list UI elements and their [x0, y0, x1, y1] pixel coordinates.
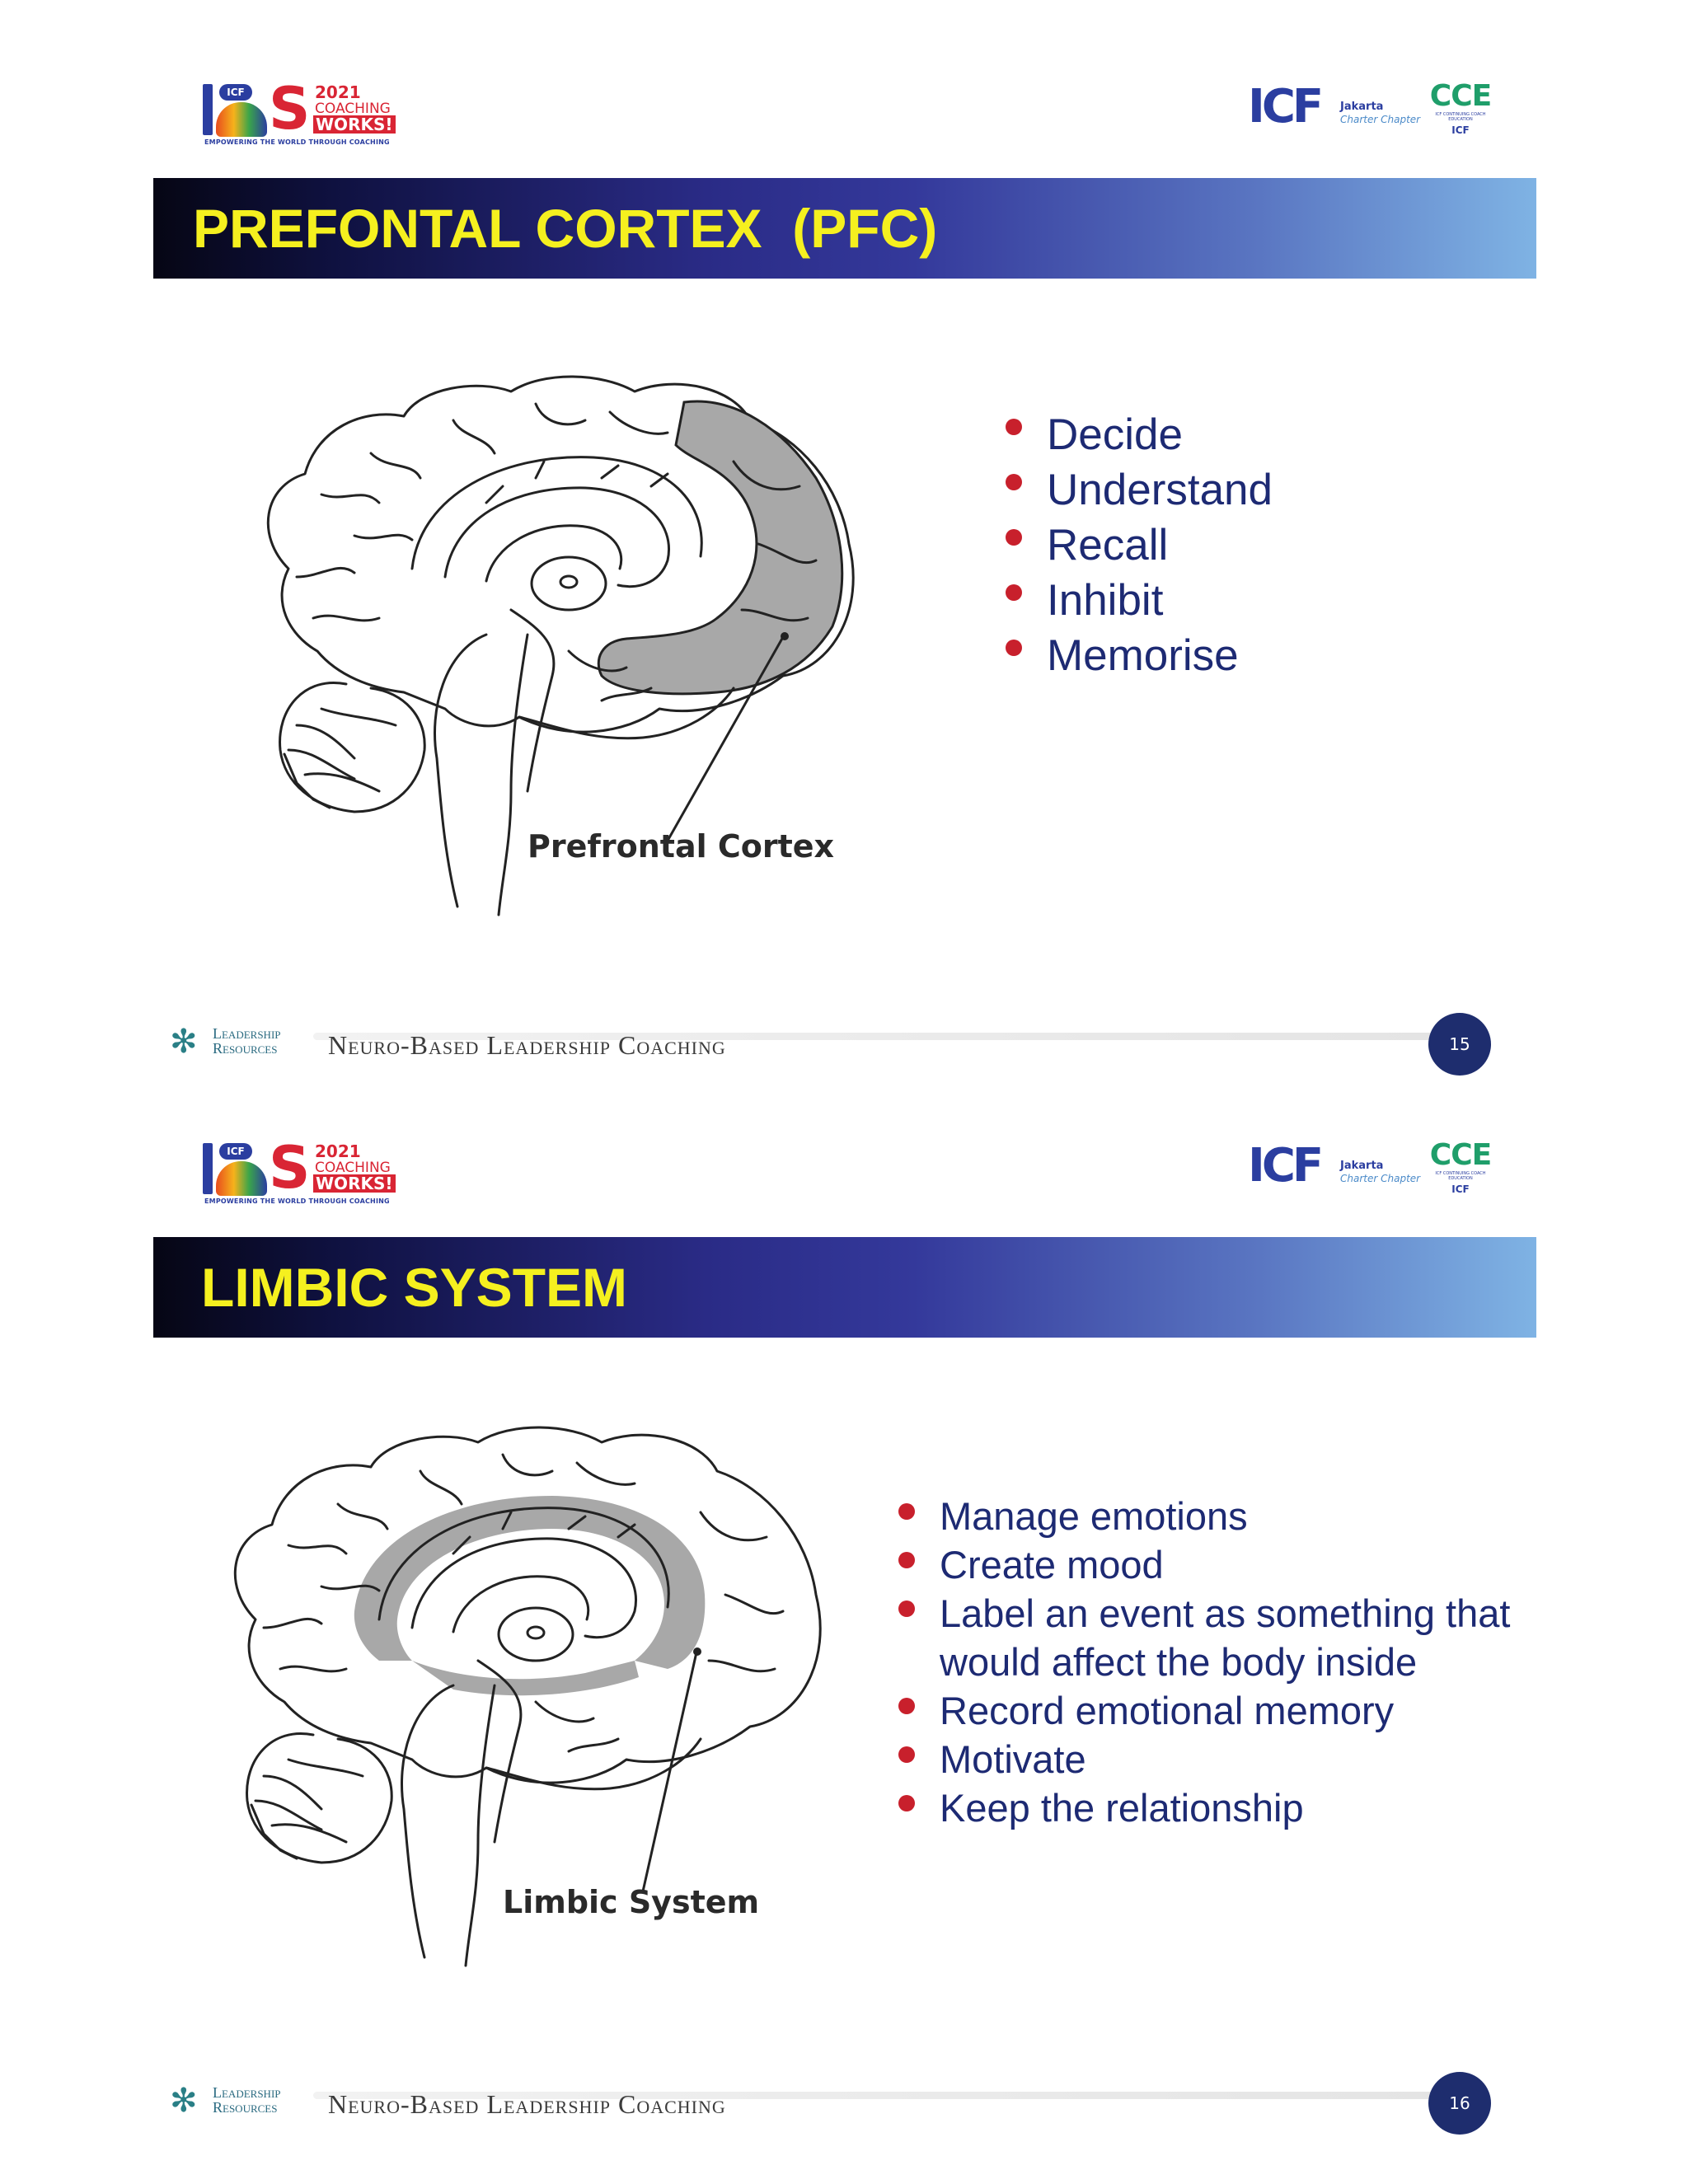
brain-diagram-prefrontal: Prefrontal Cortex: [266, 375, 855, 916]
slide-prefrontal-cortex: ICF S 2021 COACHING WORKS! EMPOWERING TH…: [0, 0, 1688, 1076]
leadership-resources-logo: ✻ Leadership Resources: [170, 1024, 281, 1060]
bullet-dot: [898, 1601, 915, 1617]
page-number-badge: 16: [1428, 2072, 1491, 2135]
bullet-list: Decide Understand Recall Inhibit Memoris…: [1006, 407, 1273, 683]
icf-jakarta-logo: ICF Jakarta Charter Chapter: [1248, 1139, 1421, 1193]
bullet-dot: [1006, 474, 1022, 490]
slide-title: PREFONTAL CORTEX (PFC): [193, 198, 938, 259]
bullet-dot: [1006, 640, 1022, 656]
bullet-item: Decide: [1006, 407, 1273, 462]
bullet-item: Motivate: [898, 1735, 1533, 1783]
cce-logo: CCE ICF CONTINUING COACH EDUCATION ICF: [1429, 1138, 1492, 1196]
bullet-dot: [898, 1795, 915, 1811]
footer-course-title: Neuro-Based Leadership Coaching: [328, 2089, 726, 2119]
bullet-dot: [1006, 419, 1022, 435]
bullet-list: Manage emotions Create mood Label an eve…: [898, 1492, 1533, 1832]
footer-course-title: Neuro-Based Leadership Coaching: [328, 1030, 726, 1060]
bullet-item: Inhibit: [1006, 573, 1273, 628]
prefrontal-highlight: [597, 400, 844, 696]
bullet-item: Manage emotions: [898, 1492, 1533, 1540]
icf-jakarta-logo: ICF Jakarta Charter Chapter: [1248, 80, 1421, 134]
bullet-dot: [898, 1698, 915, 1714]
cce-logo: CCE ICF CONTINUING COACH EDUCATION ICF: [1429, 79, 1492, 137]
bullet-dot: [898, 1746, 915, 1763]
bullet-item: Memorise: [1006, 628, 1273, 683]
bullet-dot: [898, 1552, 915, 1568]
bullet-item: Recall: [1006, 518, 1273, 573]
slide-limbic-system: ICF S 2021 COACHING WORKS! EMPOWERING TH…: [0, 1059, 1688, 2135]
slide-title: LIMBIC SYSTEM: [201, 1257, 628, 1318]
title-banner: LIMBIC SYSTEM: [153, 1237, 1536, 1338]
footer-divider: [313, 2092, 1447, 2099]
limbic-highlight: [354, 1496, 706, 1669]
footer-divider: [313, 1033, 1447, 1040]
snowflake-icon: ✻: [170, 2083, 198, 2119]
icf-coaching-works-logo: ICF S 2021 COACHING WORKS! EMPOWERING TH…: [203, 79, 396, 148]
bullet-dot: [1006, 584, 1022, 601]
bullet-item: Record emotional memory: [898, 1686, 1533, 1735]
bullet-item: Label an event as something that would a…: [898, 1589, 1533, 1686]
page-number-badge: 15: [1428, 1013, 1491, 1076]
bullet-item: Keep the relationship: [898, 1783, 1533, 1832]
icf-coaching-works-logo: ICF S 2021 COACHING WORKS! EMPOWERING TH…: [203, 1138, 396, 1207]
snowflake-icon: ✻: [170, 1024, 198, 1060]
figure-label: Prefrontal Cortex: [528, 828, 834, 865]
bullet-item: Understand: [1006, 462, 1273, 518]
bullet-dot: [898, 1503, 915, 1520]
bullet-item: Create mood: [898, 1540, 1533, 1589]
brain-diagram-limbic: Limbic System: [233, 1426, 822, 1967]
leadership-resources-logo: ✻ Leadership Resources: [170, 2083, 281, 2119]
figure-label: Limbic System: [503, 1884, 759, 1920]
bullet-dot: [1006, 529, 1022, 546]
title-banner: PREFONTAL CORTEX (PFC): [153, 178, 1536, 279]
